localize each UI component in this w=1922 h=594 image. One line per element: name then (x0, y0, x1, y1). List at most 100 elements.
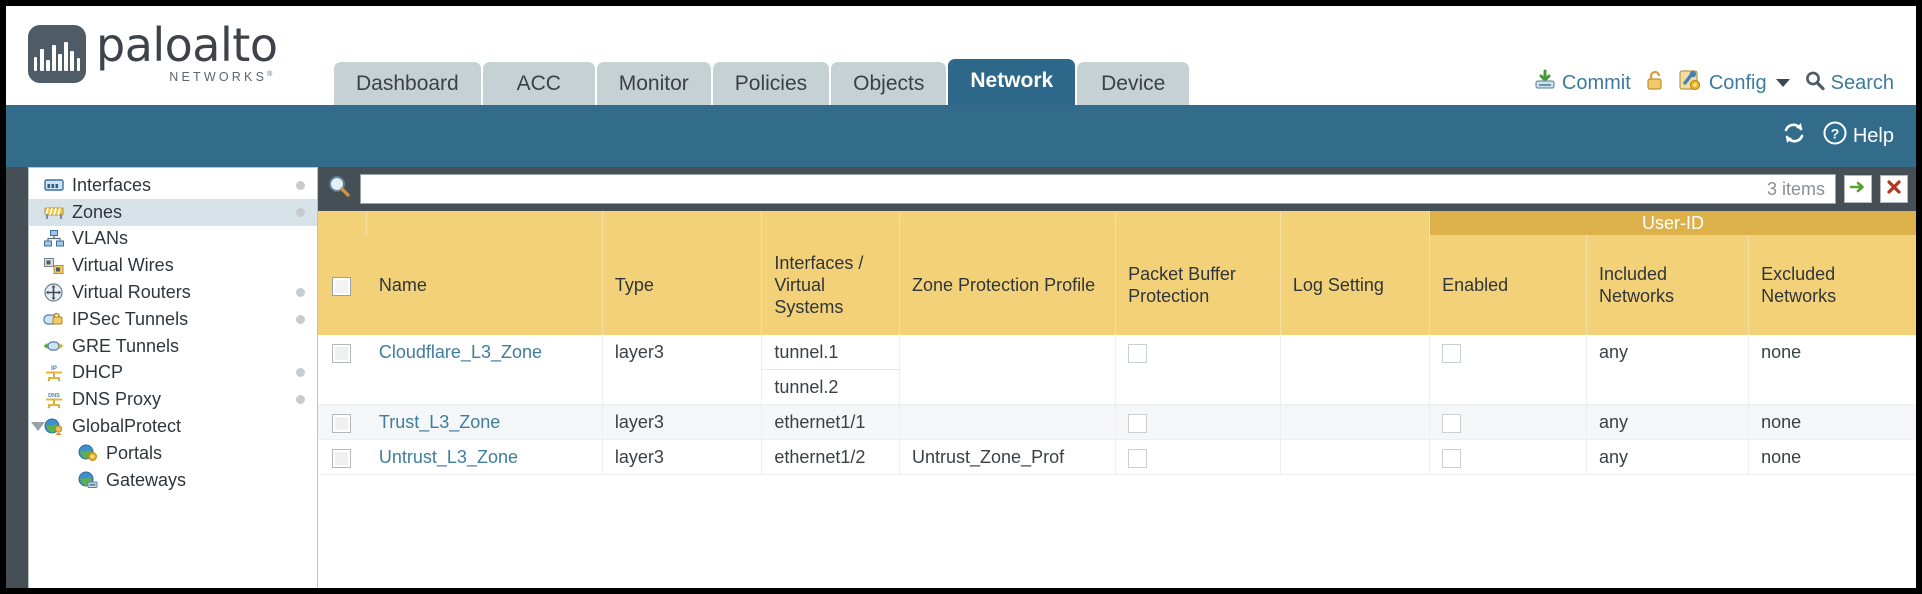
main-panel: 3 items (318, 167, 1916, 588)
row-checkbox[interactable] (332, 448, 351, 468)
search-magnifier-icon (1804, 70, 1825, 97)
sidebar-item-portals[interactable]: Portals (29, 440, 317, 467)
table-row[interactable]: Trust_L3_Zone layer3 ethernet1/1 (318, 404, 1916, 440)
column-header-name[interactable]: Name (366, 235, 603, 335)
cell-userid-enabled[interactable] (1429, 439, 1588, 475)
virtual-routers-icon (43, 283, 64, 302)
zone-name-link[interactable]: Cloudflare_L3_Zone (378, 342, 543, 362)
tab-device[interactable]: Device (1077, 62, 1190, 105)
userid-enabled-checkbox[interactable] (1442, 448, 1462, 468)
sidebar-item-label: Zones (72, 201, 123, 222)
zone-name-link[interactable]: Trust_L3_Zone (378, 412, 501, 432)
search-magnifier-icon[interactable] (326, 174, 352, 205)
cell-name[interactable]: Cloudflare_L3_Zone (366, 335, 603, 405)
cell-excluded-networks: none (1748, 404, 1916, 440)
row-select-cell[interactable] (318, 404, 367, 440)
sidebar-item-virtual-wires[interactable]: Virtual Wires (29, 252, 317, 279)
cell-name[interactable]: Trust_L3_Zone (366, 404, 603, 440)
search-input[interactable] (371, 179, 1759, 199)
cell-packet-buffer-protection[interactable] (1115, 404, 1281, 440)
packet-buffer-protection-checkbox[interactable] (1128, 448, 1148, 468)
row-checkbox[interactable] (332, 413, 351, 433)
sidebar-item-interfaces[interactable]: Interfaces (29, 172, 317, 199)
group-spacer (1115, 211, 1281, 235)
userid-enabled-checkbox[interactable] (1442, 413, 1462, 433)
cell-included-networks: any (1586, 439, 1750, 475)
sidebar-item-vlans[interactable]: VLANs (29, 226, 317, 253)
column-header-zone-protection-profile[interactable]: Zone Protection Profile (899, 235, 1117, 335)
column-header-packet-buffer-protection[interactable]: Packet Buffer Protection (1115, 235, 1281, 335)
commit-button[interactable]: Commit (1534, 69, 1631, 97)
padlock-icon (1645, 69, 1665, 97)
row-select-cell[interactable] (318, 439, 367, 475)
cell-zone-protection-profile (899, 404, 1117, 440)
sidebar-item-dns-proxy[interactable]: DNS DNS Proxy (29, 386, 317, 413)
clear-filter-button[interactable] (1880, 175, 1908, 203)
status-dot (296, 368, 305, 378)
sidebar-item-gre-tunnels[interactable]: GRE Tunnels (29, 333, 317, 360)
row-checkbox[interactable] (332, 343, 351, 363)
cell-interfaces: ethernet1/2 (761, 439, 901, 475)
refresh-icon[interactable] (1781, 121, 1807, 151)
sidebar-item-label: Virtual Wires (72, 255, 174, 276)
column-header-excluded-networks[interactable]: Excluded Networks (1748, 235, 1916, 335)
search-button[interactable]: Search (1804, 70, 1894, 97)
group-spacer (366, 211, 603, 235)
cell-userid-enabled[interactable] (1429, 404, 1588, 440)
table-row[interactable]: Cloudflare_L3_Zone layer3 tunnel.1 tunne… (318, 335, 1916, 405)
search-field-wrapper[interactable]: 3 items (360, 174, 1836, 204)
dns-proxy-icon: DNS (43, 391, 64, 409)
table-head: User-ID Name Type Interfaces / Virtual S… (318, 211, 1916, 335)
tab-dashboard[interactable]: Dashboard (334, 62, 481, 105)
tab-monitor[interactable]: Monitor (596, 62, 711, 105)
column-header-interfaces[interactable]: Interfaces / Virtual Systems (761, 235, 901, 335)
expander-triangle-icon[interactable] (31, 422, 45, 432)
column-header-enabled[interactable]: Enabled (1429, 235, 1588, 335)
cell-userid-enabled[interactable] (1429, 335, 1588, 405)
sidebar-item-globalprotect[interactable]: GlobalProtect (29, 413, 317, 440)
cell-packet-buffer-protection[interactable] (1115, 335, 1281, 405)
group-header-userid: User-ID (1429, 211, 1916, 235)
zone-name-link[interactable]: Untrust_L3_Zone (378, 447, 518, 467)
config-menu[interactable]: Config (1679, 69, 1790, 97)
cell-interfaces: tunnel.1 tunnel.2 (761, 335, 901, 405)
userid-enabled-checkbox[interactable] (1442, 343, 1462, 363)
sidebar-item-gateways[interactable]: Gateways (29, 467, 317, 494)
select-all-checkbox[interactable] (332, 276, 351, 296)
interface-entry: tunnel.2 (774, 377, 839, 397)
app-header: paloalto NETWORKS® Dashboard ACC Monitor… (6, 6, 1916, 105)
group-spacer (1280, 211, 1431, 235)
brand-name: paloalto (96, 18, 278, 72)
vlans-icon (43, 230, 64, 248)
packet-buffer-protection-checkbox[interactable] (1128, 343, 1148, 363)
help-button[interactable]: ? Help (1823, 121, 1894, 151)
cell-packet-buffer-protection[interactable] (1115, 439, 1281, 475)
band-toolbar: ? Help (1781, 121, 1894, 151)
green-arrow-apply-icon (1849, 179, 1867, 200)
apply-filter-button[interactable] (1844, 175, 1872, 203)
sidebar-item-virtual-routers[interactable]: Virtual Routers (29, 279, 317, 306)
tab-policies[interactable]: Policies (712, 62, 830, 105)
row-select-cell[interactable] (318, 335, 367, 405)
lock-button[interactable] (1645, 69, 1665, 97)
sidebar-item-zones[interactable]: Zones (29, 198, 317, 226)
zones-table-container: User-ID Name Type Interfaces / Virtual S… (318, 211, 1916, 588)
column-header-log-setting[interactable]: Log Setting (1280, 235, 1431, 335)
sub-header-band: ? Help (6, 105, 1916, 167)
sidebar-item-label: DNS Proxy (72, 389, 162, 410)
svg-text:IP: IP (51, 366, 57, 372)
column-header-included-networks[interactable]: Included Networks (1586, 235, 1750, 335)
sidebar-item-dhcp[interactable]: IP DHCP (29, 360, 317, 387)
cell-name[interactable]: Untrust_L3_Zone (366, 439, 603, 475)
items-count-label: 3 items (1766, 178, 1825, 199)
column-header-type[interactable]: Type (602, 235, 763, 335)
tab-network[interactable]: Network (948, 59, 1076, 105)
sidebar-item-ipsec-tunnels[interactable]: IPSec Tunnels (29, 306, 317, 333)
table-row[interactable]: Untrust_L3_Zone layer3 ethernet1/2 Untru… (318, 439, 1916, 475)
select-all-header[interactable] (318, 235, 367, 335)
globalprotect-icon (43, 418, 64, 436)
tab-acc[interactable]: ACC (482, 62, 595, 105)
packet-buffer-protection-checkbox[interactable] (1128, 413, 1148, 433)
tab-objects[interactable]: Objects (831, 62, 947, 105)
help-question-icon: ? (1823, 121, 1847, 151)
